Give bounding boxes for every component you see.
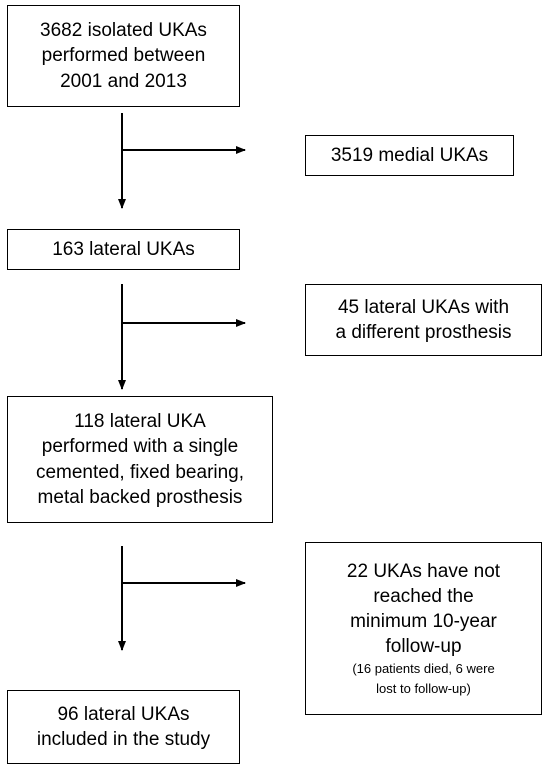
box-note-line: (16 patients died, 6 were [352,661,495,677]
box-line: 2001 and 2013 [60,70,187,92]
box-line: performed with a single [41,436,239,458]
exclusion-box-different-prosthesis: 45 lateral UKAs with a different prosthe… [305,284,542,356]
main-box-total: 3682 isolated UKAs performed between 200… [7,5,240,107]
box-line: 22 UKAs have not [346,560,501,582]
box-line: 163 lateral UKAs [52,238,195,260]
main-box-lateral: 163 lateral UKAs [7,229,240,270]
exclusion-box-follow-up: 22 UKAs have not reached the minimum 10-… [305,542,542,715]
box-line: 118 lateral UKA [74,411,206,433]
main-box-included: 96 lateral UKAs included in the study [7,690,240,764]
box-line: included in the study [36,729,211,750]
box-line: 3682 isolated UKAs [40,20,207,42]
box-note-line: lost to follow-up) [376,680,471,696]
box-line: reached the [373,585,474,607]
box-line: cemented, fixed bearing, [35,461,245,483]
box-line: minimum 10-year [350,611,497,632]
box-line: metal backed prosthesis [37,486,243,508]
main-box-single-prosthesis: 118 lateral UKA performed with a single … [7,396,273,523]
box-line: 3519 medial UKAs [330,144,489,166]
box-line: 45 lateral UKAs with [337,296,510,318]
box-line: 96 lateral UKAs [57,703,190,725]
box-line: a different prosthesis [335,322,512,343]
box-line: performed between [41,45,206,67]
exclusion-box-medial: 3519 medial UKAs [305,135,514,176]
box-line: follow-up [385,636,462,658]
